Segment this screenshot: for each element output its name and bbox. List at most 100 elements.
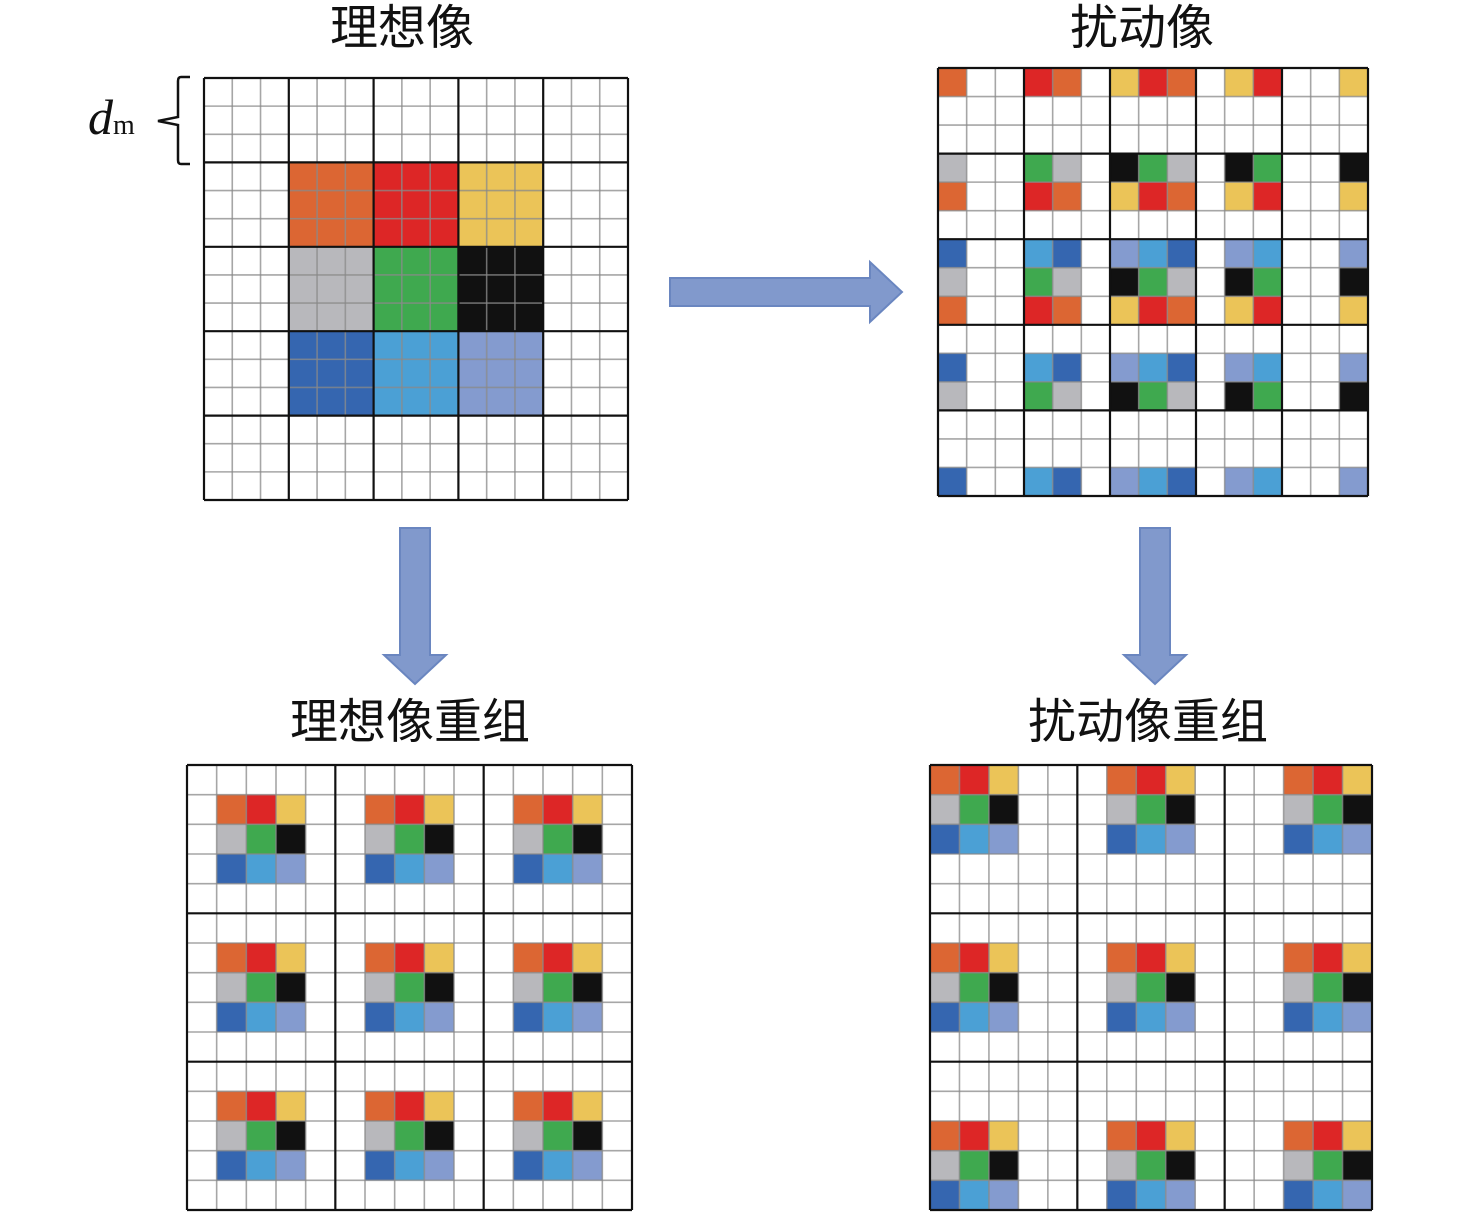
pixel-cell	[430, 162, 459, 191]
pixel-cell	[1165, 972, 1196, 1003]
pixel-cell	[572, 1091, 603, 1121]
pixel-cell	[424, 1121, 454, 1151]
pixel-cell	[424, 943, 454, 973]
pixel-cell	[1167, 267, 1196, 297]
pixel-cell	[1138, 68, 1168, 97]
pixel-cell	[514, 162, 544, 191]
pixel-cell	[1283, 1180, 1314, 1210]
pixel-cell	[345, 190, 374, 219]
pixel-cell	[1339, 296, 1368, 325]
pixel-cell	[543, 1150, 573, 1181]
pixel-cell	[246, 972, 276, 1003]
pixel-cell	[930, 794, 960, 825]
pixel-cell	[424, 972, 454, 1003]
pixel-cell	[1283, 794, 1314, 825]
pixel-cell	[1313, 1002, 1343, 1032]
pixel-cell	[1024, 467, 1053, 496]
pixel-cell	[430, 274, 459, 304]
pixel-cell	[1106, 972, 1137, 1003]
pixel-cell	[401, 359, 431, 388]
pixel-cell	[1339, 239, 1368, 268]
pixel-cell	[246, 943, 276, 973]
pixel-cell	[1138, 153, 1168, 183]
pixel-cell	[276, 1091, 306, 1121]
pixel-cell	[1224, 267, 1254, 297]
pixel-cell	[1283, 943, 1314, 973]
pixel-cell	[514, 190, 544, 219]
pixel-cell	[1224, 68, 1254, 97]
pixel-cell	[365, 943, 395, 973]
pixel-cell	[514, 387, 544, 416]
pixel-cell	[988, 1002, 1019, 1032]
pixel-cell	[572, 943, 603, 973]
pixel-cell	[458, 331, 487, 360]
pixel-cell	[430, 331, 459, 360]
pixel-cell	[430, 218, 459, 247]
pixel-cell	[1136, 972, 1166, 1003]
pixel-cell	[216, 943, 247, 973]
pixel-cell	[1110, 467, 1139, 496]
pixel-cell	[1138, 353, 1168, 382]
pixel-cell	[288, 387, 318, 416]
pixel-cell	[572, 972, 603, 1003]
pixel-cell	[345, 218, 374, 247]
pixel-cell	[246, 1121, 276, 1151]
pixel-cell	[345, 359, 374, 388]
pixel-cell	[1106, 765, 1137, 795]
pixel-cell	[938, 182, 967, 211]
pixel-cell	[1136, 1002, 1166, 1032]
pixel-cell	[1106, 1002, 1137, 1032]
pixel-cell	[1024, 267, 1053, 297]
pixel-cell	[345, 162, 374, 191]
pixel-cell	[1253, 239, 1282, 268]
pixel-cell	[1052, 381, 1082, 411]
pixel-cell	[959, 943, 989, 973]
pixel-cell	[317, 331, 346, 360]
pixel-cell	[1110, 68, 1139, 97]
pixel-cell	[1283, 1150, 1314, 1181]
pixel-cell	[458, 246, 487, 275]
pixel-cell	[1167, 381, 1196, 411]
pixel-cell	[486, 246, 515, 275]
pixel-cell	[288, 359, 318, 388]
pixel-cell	[345, 303, 374, 332]
pixel-cell	[424, 824, 454, 854]
pixel-cell	[513, 824, 543, 854]
pixel-cell	[1167, 182, 1196, 211]
pixel-cell	[1136, 1150, 1166, 1181]
pixel-cell	[513, 943, 543, 973]
pixel-cell	[373, 359, 402, 388]
pixel-cell	[1110, 153, 1139, 183]
pixel-cell	[959, 765, 989, 795]
pixel-cell	[1224, 353, 1254, 382]
pixel-cell	[1110, 182, 1139, 211]
pixel-cell	[1342, 1150, 1372, 1181]
pixel-cell	[930, 972, 960, 1003]
pixel-cell	[1342, 1121, 1372, 1151]
pixel-cell	[401, 303, 431, 332]
pixel-cell	[365, 1091, 395, 1121]
pixel-cell	[1024, 296, 1053, 325]
pixel-cell	[458, 303, 487, 332]
pixel-cell	[1313, 1180, 1343, 1210]
pixel-cell	[514, 303, 544, 332]
pixel-cell	[1339, 267, 1368, 297]
pixel-cell	[1165, 943, 1196, 973]
pixel-cell	[1106, 1180, 1137, 1210]
pixel-cell	[959, 824, 989, 854]
pixel-cell	[514, 246, 544, 275]
pixel-cell	[930, 943, 960, 973]
pixel-cell	[1339, 353, 1368, 382]
pixel-cell	[430, 190, 459, 219]
pixel-cell	[1224, 239, 1254, 268]
pixel-cell	[317, 218, 346, 247]
pixel-cell	[1165, 794, 1196, 825]
pixel-cell	[543, 854, 573, 884]
pixel-cell	[514, 359, 544, 388]
pixel-cell	[424, 854, 454, 884]
pixel-cell	[938, 467, 967, 496]
title-ideal-recon: 理想像重组	[289, 694, 531, 750]
pixel-cell	[317, 246, 346, 275]
pixel-cell	[959, 1150, 989, 1181]
pixel-cell	[1342, 1002, 1372, 1032]
